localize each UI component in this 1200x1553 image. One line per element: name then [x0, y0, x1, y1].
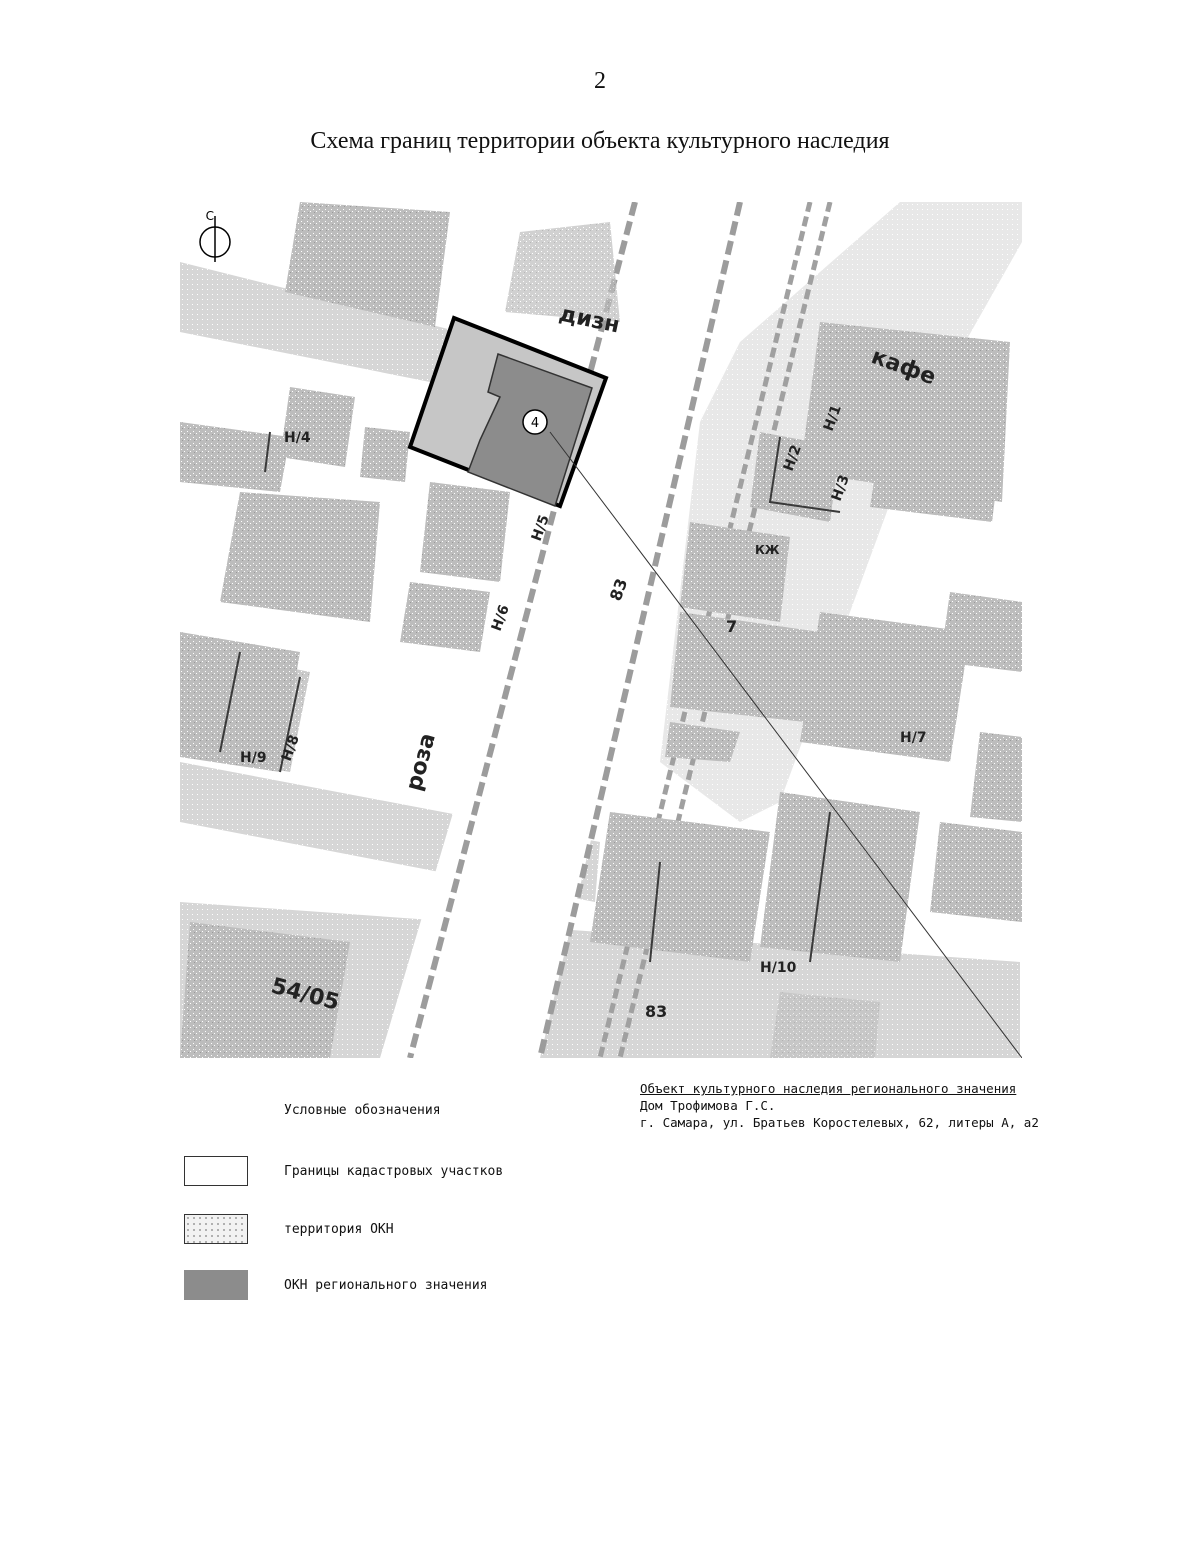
callout-address: г. Самара, ул. Братьев Коростелевых, 62,… [640, 1115, 1039, 1130]
building [940, 592, 1022, 672]
object-marker-label: 4 [531, 416, 539, 431]
building [680, 522, 790, 622]
building [505, 222, 620, 322]
object-callout: Объект культурного наследия региональног… [640, 1080, 1060, 1131]
cadastral-line [809, 811, 831, 963]
map-label: Н/7 [900, 730, 927, 746]
legend-label: Границы кадастровых участков [284, 1164, 504, 1179]
legend-swatch-cadastral [184, 1156, 248, 1186]
building [760, 792, 920, 962]
avenue-edge-right [537, 202, 743, 1058]
compass: С [199, 209, 231, 262]
building [970, 732, 1022, 822]
building [750, 432, 840, 522]
building [770, 992, 880, 1058]
buildings-layer [180, 202, 1022, 1058]
legend-item-territory: территория ОКН [184, 1214, 784, 1248]
okn-group: 4 [407, 315, 1022, 1058]
legend-item-cadastral: Границы кадастровых участков [184, 1156, 784, 1190]
building [800, 612, 970, 762]
cadastral-line [649, 861, 661, 963]
building [930, 822, 1022, 922]
callout-leader-line [549, 431, 1022, 1058]
map-label: Н/4 [284, 430, 311, 446]
callout-object-name: Дом Трофимова Г.С. [640, 1098, 776, 1113]
legend-label: ОКН регионального значения [284, 1278, 488, 1293]
building [180, 422, 290, 492]
building [420, 482, 510, 582]
legend-swatch-territory [184, 1214, 248, 1244]
avenue [380, 202, 740, 1058]
compass-label: С [206, 209, 214, 223]
map-label: роза [402, 731, 441, 794]
legend-heading: Условные обозначения [284, 1103, 441, 1118]
page-title: Схема границ территории объекта культурн… [310, 128, 890, 154]
cadastral-lines [219, 431, 841, 963]
map-area: 4 С дизн кафе Н/4 Н/1 Н/2 Н/3 КЖ Н/5 Н/6… [180, 202, 1022, 1058]
object-marker-circle [522, 409, 548, 435]
building [285, 202, 450, 327]
building [200, 652, 310, 772]
building [400, 582, 490, 652]
building [870, 442, 1000, 522]
map-label: 83 [645, 1002, 667, 1021]
street-upper-left [180, 262, 480, 392]
legend-swatch-regional [184, 1270, 248, 1300]
map-label: КЖ [755, 543, 780, 557]
building [280, 387, 355, 467]
building [670, 612, 820, 722]
building [220, 492, 380, 622]
legend-label: территория ОКН [284, 1222, 394, 1237]
page-number: 2 [594, 68, 606, 94]
building [665, 722, 740, 762]
building [360, 427, 410, 482]
cadastral-line [264, 431, 271, 473]
building [180, 922, 350, 1058]
building [590, 812, 770, 962]
cadastral-line [279, 676, 301, 773]
cadastral-line [219, 651, 241, 753]
avenue-edge-left [407, 202, 638, 1058]
map-label: Н/10 [760, 960, 797, 976]
legend-item-regional: ОКН регионального значения [184, 1270, 784, 1304]
map-label: 7 [726, 617, 737, 636]
cadastral-map: 4 С дизн кафе Н/4 Н/1 Н/2 Н/3 КЖ Н/5 Н/6… [180, 202, 1022, 1058]
callout-heading: Объект культурного наследия региональног… [640, 1081, 1017, 1096]
cadastral-line [768, 436, 841, 513]
map-label: Н/9 [240, 750, 267, 766]
